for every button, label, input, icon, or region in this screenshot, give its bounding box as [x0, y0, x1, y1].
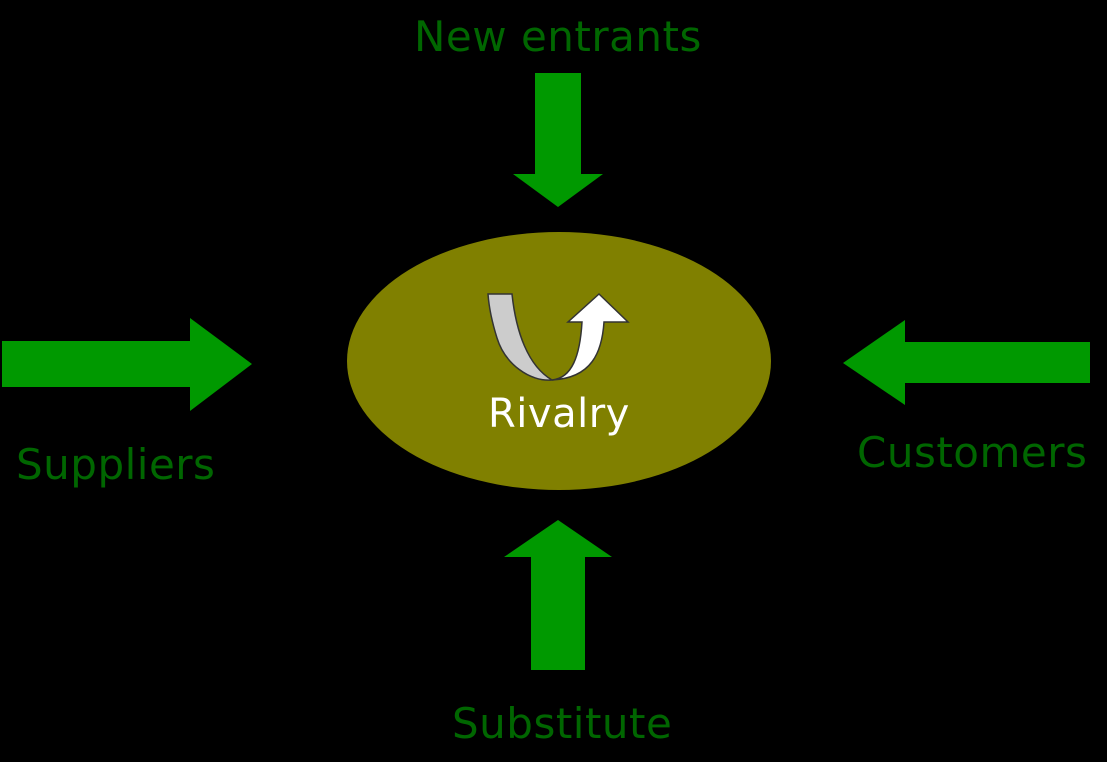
rivalry-label: Rivalry — [488, 391, 630, 437]
u-turn-arrow-icon — [487, 292, 630, 381]
rivalry-ellipse — [347, 232, 771, 490]
new-entrants-arrow — [513, 73, 603, 207]
suppliers-arrow — [2, 318, 252, 411]
suppliers-label: Suppliers — [16, 440, 216, 489]
new-entrants-label: New entrants — [414, 12, 702, 61]
customers-arrow — [843, 320, 1090, 405]
substitute-arrow — [504, 520, 612, 670]
substitute-label: Substitute — [452, 699, 673, 748]
customers-label: Customers — [857, 428, 1088, 477]
